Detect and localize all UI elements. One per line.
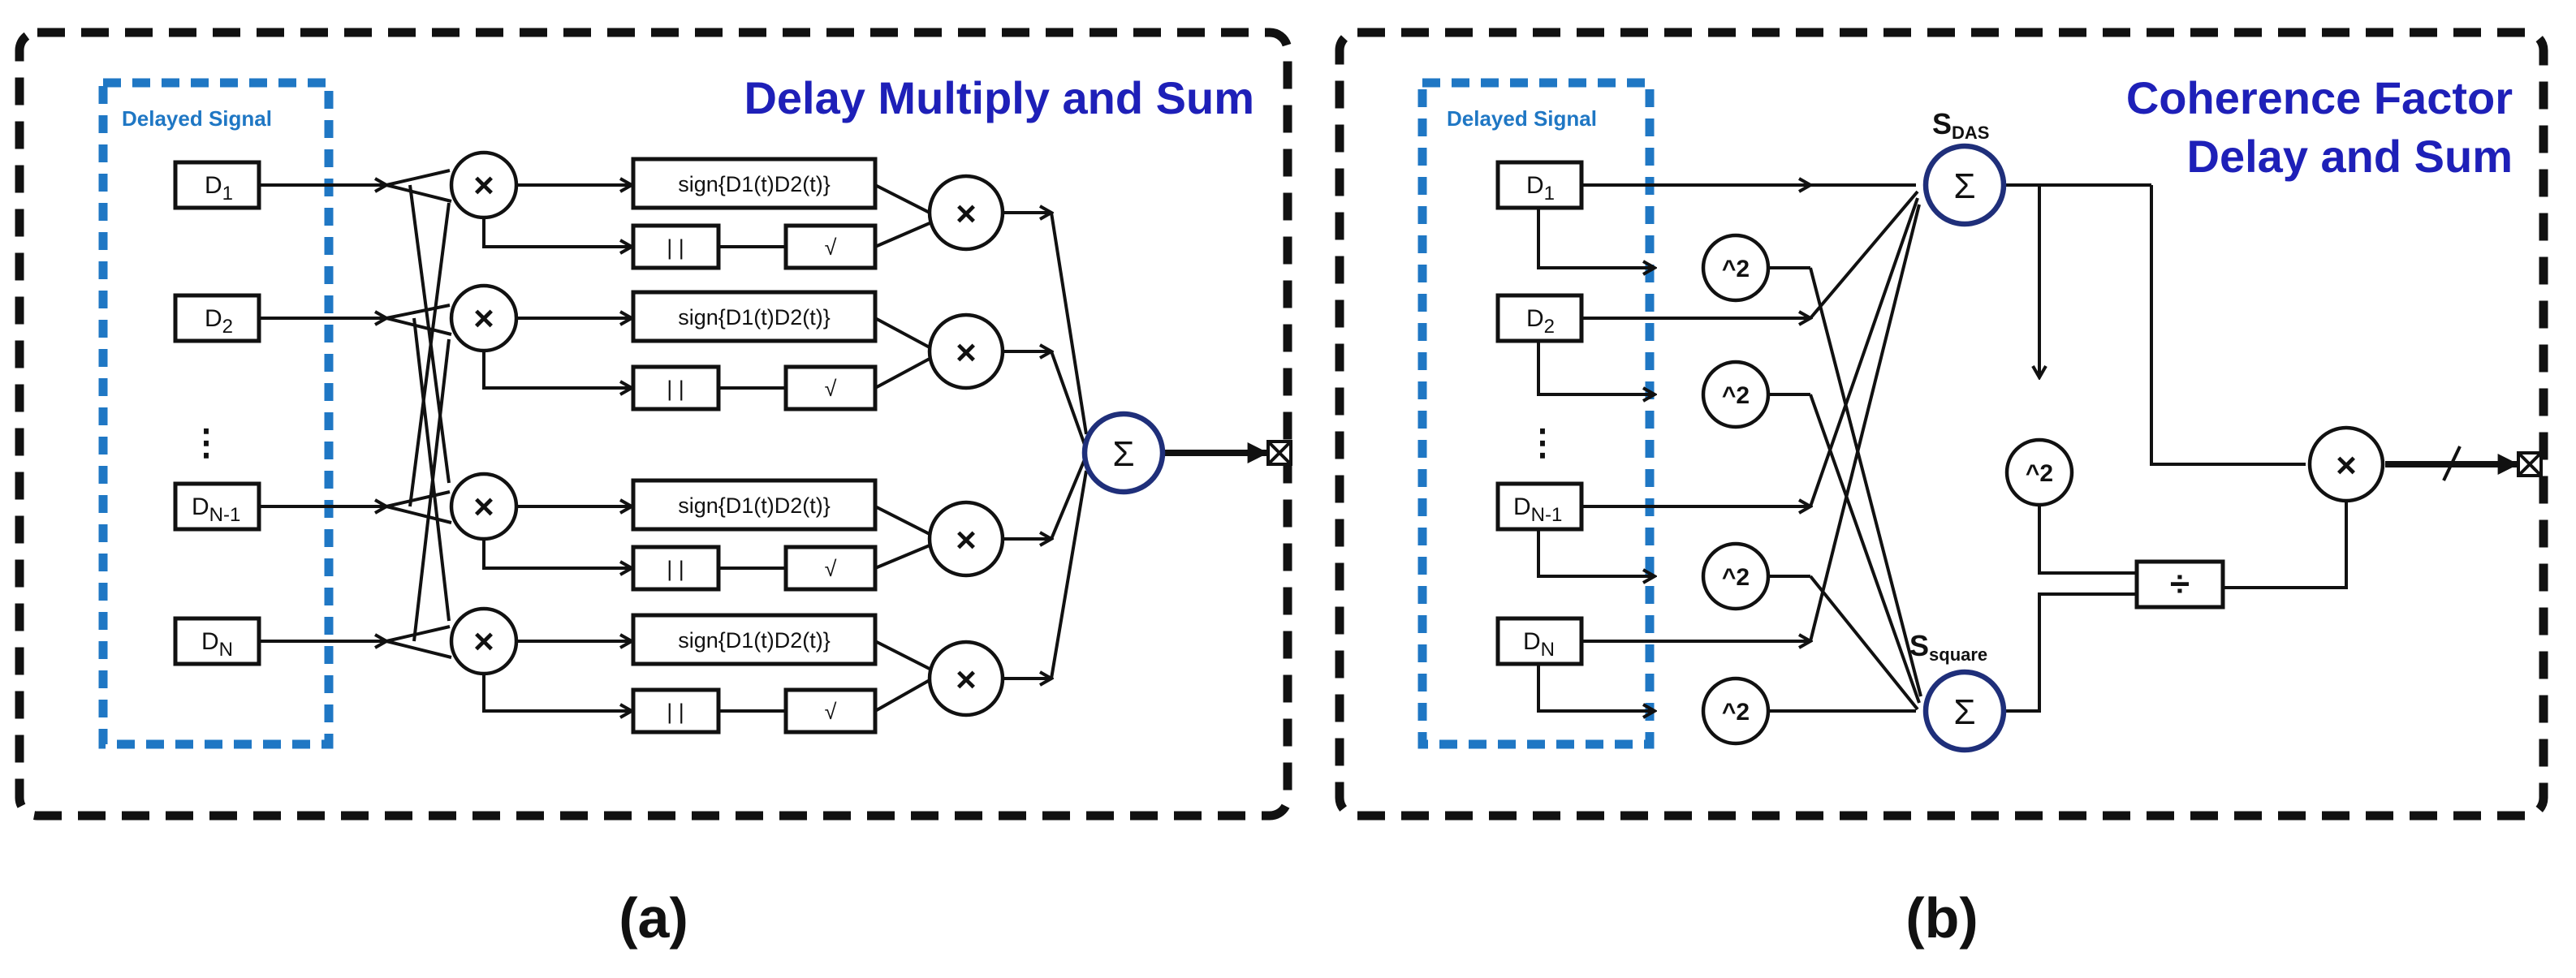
square-block-label: ^2 bbox=[2026, 460, 2053, 487]
multiply-symbol: × bbox=[473, 299, 494, 338]
delayed-signal-group-a bbox=[98, 78, 334, 749]
ellipsis-b: ⋮ bbox=[1525, 423, 1560, 463]
sum-symbol: Σ bbox=[1112, 434, 1134, 474]
sqrt-block-label: √ bbox=[825, 235, 837, 260]
sum-node-sdas bbox=[1922, 143, 2007, 227]
sign-block-4 bbox=[631, 613, 878, 666]
input-box-d2-b bbox=[1495, 293, 1584, 343]
multiply-symbol: × bbox=[473, 622, 494, 661]
input-box-dn1-b bbox=[1495, 481, 1584, 532]
abs-block-2 bbox=[631, 364, 721, 411]
sign-block-3 bbox=[631, 478, 878, 532]
input-box-d2-a bbox=[173, 293, 261, 343]
sign-block-label: sign{D1(t)D2(t)} bbox=[678, 628, 831, 653]
product-multiplier-1 bbox=[927, 174, 1005, 252]
sum-symbol: Σ bbox=[1953, 692, 1975, 732]
delayed-signal-label-a: Delayed Signal bbox=[122, 106, 272, 131]
abs-block-4 bbox=[631, 687, 721, 735]
input-label-d1-b: D1 bbox=[1526, 172, 1555, 205]
abs-block-1 bbox=[631, 223, 721, 270]
sum-symbol: Σ bbox=[1953, 166, 1975, 206]
summation-node-a bbox=[1081, 411, 1166, 495]
final-multiplier-b bbox=[2307, 425, 2385, 503]
input-label-dn-b: DN bbox=[1523, 628, 1555, 661]
abs-block-label: | | bbox=[667, 700, 684, 724]
panel-a-wires bbox=[260, 169, 1269, 711]
sdas-label: SDAS bbox=[1932, 107, 1989, 143]
sign-block-1 bbox=[631, 157, 878, 210]
square-block-1 bbox=[1701, 233, 1771, 303]
input-label-dn1-b: DN-1 bbox=[1513, 493, 1562, 526]
panel-b-title-line1: Coherence Factor bbox=[2126, 72, 2513, 123]
multiply-symbol: × bbox=[956, 520, 977, 560]
abs-block-label: | | bbox=[667, 377, 684, 401]
panel-b-frame bbox=[1335, 28, 2548, 821]
multiply-symbol: × bbox=[473, 166, 494, 205]
panel-b-wires bbox=[1537, 185, 2519, 711]
panel-b: Delayed Signal Coherence Factor Delay an… bbox=[1335, 28, 2548, 950]
input-label-d2-a: D2 bbox=[205, 305, 233, 338]
sqrt-block-label: √ bbox=[825, 377, 837, 401]
abs-block-label: | | bbox=[667, 557, 684, 581]
multiply-symbol: × bbox=[956, 333, 977, 373]
abs-block-label: | | bbox=[667, 235, 684, 260]
square-block-2 bbox=[1701, 360, 1771, 429]
product-multiplier-3 bbox=[927, 500, 1005, 578]
product-multiplier-2 bbox=[927, 312, 1005, 390]
multiply-symbol: × bbox=[473, 487, 494, 527]
multiply-symbol: × bbox=[956, 660, 977, 700]
multiplier-1-a bbox=[449, 150, 519, 220]
input-label-dn1-a: DN-1 bbox=[192, 493, 240, 526]
multiply-symbol: × bbox=[956, 194, 977, 234]
sqrt-block-label: √ bbox=[825, 557, 837, 581]
multiplier-3-a bbox=[449, 472, 519, 541]
product-multiplier-4 bbox=[927, 640, 1005, 717]
output-terminal-b bbox=[2517, 451, 2543, 477]
input-label-dn-a: DN bbox=[201, 628, 233, 661]
panel-b-title-line2: Delay and Sum bbox=[2187, 131, 2513, 182]
sign-block-label: sign{D1(t)D2(t)} bbox=[678, 172, 831, 196]
sqrt-block-label: √ bbox=[825, 700, 837, 724]
ssquare-label: Ssquare bbox=[1909, 629, 1987, 665]
divider-block bbox=[2134, 559, 2225, 610]
sum-node-ssquare bbox=[1922, 669, 2007, 753]
input-box-dn-a bbox=[173, 616, 261, 666]
panel-a-title: Delay Multiply and Sum bbox=[744, 72, 1254, 123]
square-block-label: ^2 bbox=[1722, 564, 1750, 591]
sqrt-block-4 bbox=[783, 687, 878, 735]
panel-b-label: (b) bbox=[1905, 886, 1978, 950]
square-block-label: ^2 bbox=[1722, 699, 1750, 726]
output-terminal-a bbox=[1266, 440, 1292, 466]
input-label-d1-a: D1 bbox=[205, 172, 233, 205]
multiplier-4-a bbox=[449, 606, 519, 676]
sqrt-block-3 bbox=[783, 545, 878, 592]
ellipsis-a: ⋮ bbox=[188, 423, 224, 463]
input-box-dn-b bbox=[1495, 616, 1584, 666]
square-block-4 bbox=[1701, 676, 1771, 746]
input-box-dn1-a bbox=[173, 481, 261, 532]
delayed-signal-group-b bbox=[1417, 78, 1655, 749]
sign-block-2 bbox=[631, 290, 878, 343]
input-box-d1-b bbox=[1495, 160, 1584, 210]
sign-block-label: sign{D1(t)D2(t)} bbox=[678, 305, 831, 330]
square-block-label: ^2 bbox=[1722, 256, 1750, 282]
panel-a-label: (a) bbox=[619, 886, 688, 950]
abs-block-3 bbox=[631, 545, 721, 592]
square-block-3 bbox=[1701, 541, 1771, 611]
square-block-label: ^2 bbox=[1722, 382, 1750, 409]
panel-a-frame bbox=[15, 28, 1292, 821]
sqrt-block-1 bbox=[783, 223, 878, 270]
sqrt-block-2 bbox=[783, 364, 878, 411]
multiplier-2-a bbox=[449, 283, 519, 353]
panel-a: Delayed Signal Delay Multiply and Sum bbox=[15, 28, 1292, 950]
divide-symbol: ÷ bbox=[2170, 564, 2190, 604]
square-block-sdas bbox=[2004, 437, 2074, 507]
multiply-symbol: × bbox=[2336, 446, 2357, 485]
input-box-d1-a bbox=[173, 160, 261, 210]
input-label-d2-b: D2 bbox=[1526, 305, 1555, 338]
sign-block-label: sign{D1(t)D2(t)} bbox=[678, 493, 831, 518]
delayed-signal-label-b: Delayed Signal bbox=[1447, 106, 1597, 131]
